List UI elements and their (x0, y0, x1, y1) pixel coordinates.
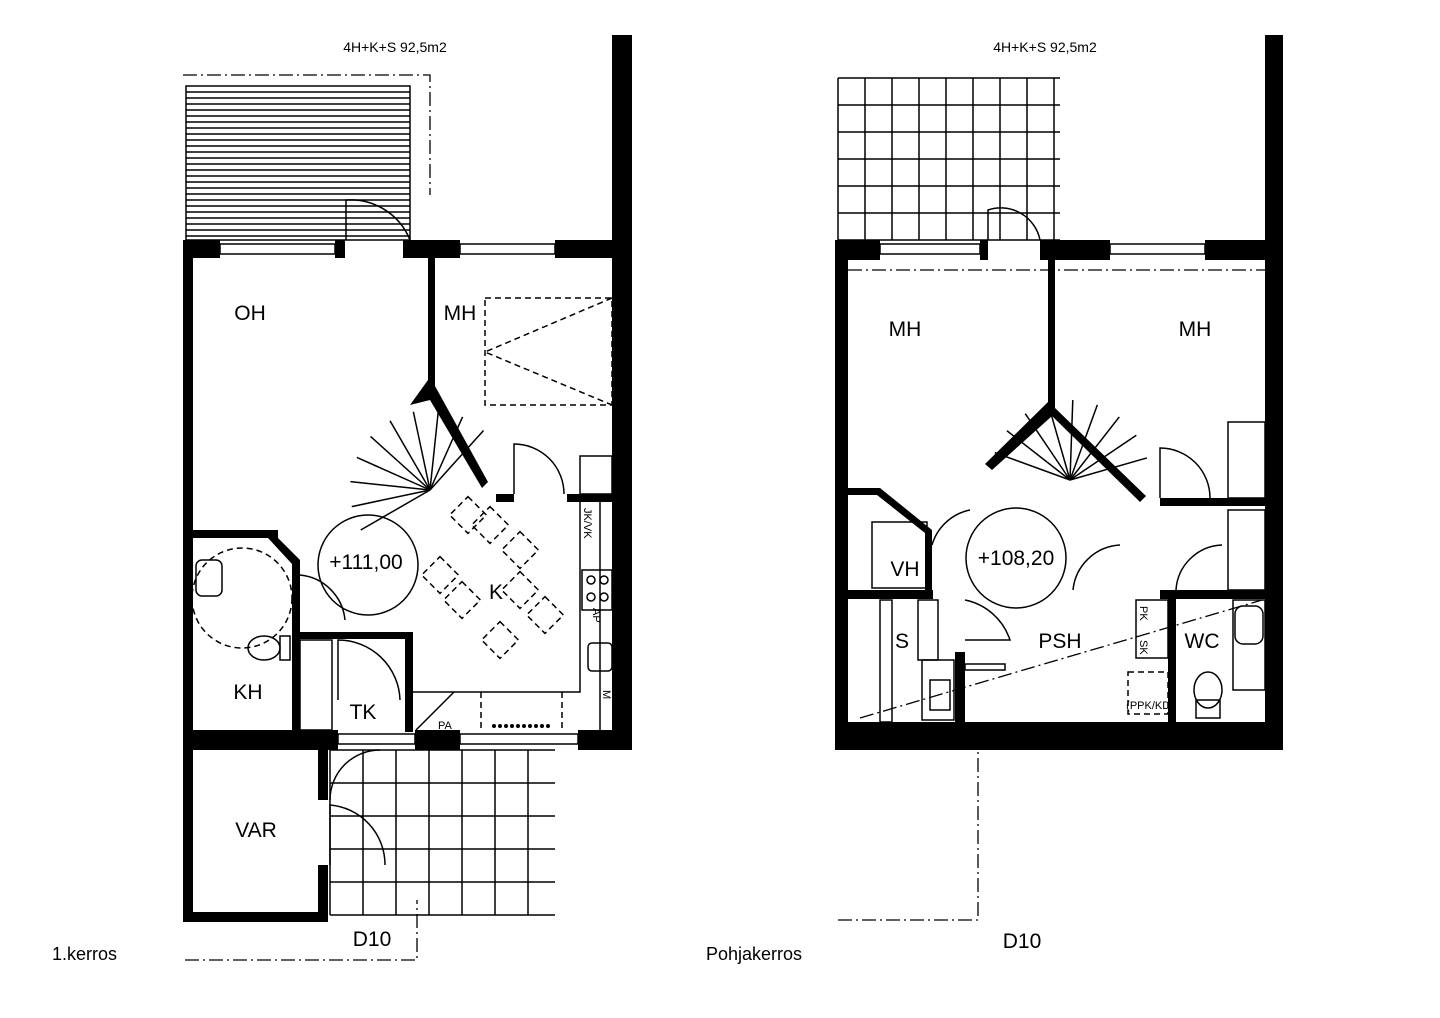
toilet-room (191, 547, 346, 661)
stair-tread (1006, 430, 1071, 481)
dining-chair (448, 495, 488, 535)
stair-tread (1069, 404, 1099, 481)
fixture-m: M (600, 690, 612, 699)
radiator-dot (498, 724, 502, 728)
fixture-jkvk: JK/VK (581, 508, 593, 539)
level-mark: +108,20 (978, 547, 1055, 570)
plan-title: 4H+K+S 92,5m2 (343, 39, 447, 55)
plan-pohjakerros: 4H+K+S 92,5m2 (706, 35, 1283, 964)
stair-tread (370, 435, 431, 491)
section-mark: D10 (1003, 930, 1042, 953)
stair-tread (412, 411, 431, 491)
walls (183, 35, 632, 922)
doors (871, 421, 1266, 641)
room-label-oh: OH (234, 302, 266, 325)
stair-tread (1069, 400, 1074, 481)
stair-tread (429, 416, 464, 491)
entry-tiles (185, 749, 555, 961)
windows (219, 243, 579, 745)
radiator-dot (528, 724, 532, 728)
stair-tread (360, 489, 431, 531)
stair-tread (429, 410, 440, 491)
plan-1-kerros: 4H+K+S 92,5m2 (52, 35, 632, 964)
radiator-dot (540, 724, 544, 728)
room-label-tk: TK (350, 701, 377, 724)
staircase (965, 400, 1148, 609)
room-label-wc: WC (1185, 630, 1220, 653)
stair-tread (1069, 416, 1120, 481)
dining-chair (470, 505, 510, 545)
dining-chair (442, 580, 482, 620)
dining-chair (525, 595, 565, 635)
stair-tread (1047, 402, 1071, 481)
plan-caption: Pohjakerros (706, 944, 802, 964)
terrace-tiles (837, 77, 1060, 241)
dining-chair (500, 570, 540, 610)
stair-tread (351, 489, 431, 508)
stair-tread (1069, 457, 1148, 481)
radiator-dot (546, 724, 550, 728)
stair-tread (356, 456, 431, 491)
room-label-k: K (489, 581, 503, 604)
fixture-ppk: (PPK/KD) (1126, 700, 1174, 712)
bed (483, 297, 613, 495)
stair-tread (389, 420, 431, 491)
fixture-pa: PA (438, 720, 453, 732)
windows (879, 243, 1266, 691)
room-label-kh: KH (233, 681, 262, 704)
radiator-dot (510, 724, 514, 728)
staircase (317, 410, 485, 616)
plan-title: 4H+K+S 92,5m2 (993, 39, 1097, 55)
closet (299, 639, 401, 731)
plan-caption: 1.kerros (52, 944, 117, 964)
walls (835, 35, 1283, 750)
room-label-s: S (895, 630, 909, 653)
stair-tread (429, 430, 485, 491)
room-label-mh: MH (889, 318, 922, 341)
balcony (183, 74, 431, 241)
section-mark: D10 (353, 928, 392, 951)
stair-tread (350, 480, 431, 491)
level-mark: +111,00 (329, 551, 402, 574)
radiator-dot (534, 724, 538, 728)
dining-chair (500, 530, 540, 570)
dining-chair (480, 620, 520, 660)
fixture-sk: SK (1137, 640, 1149, 655)
fixture-pk: PK (1137, 606, 1149, 621)
radiator-dot (522, 724, 526, 728)
dining-chair (420, 555, 460, 595)
room-label-mh: MH (444, 302, 477, 325)
room-label-psh: PSH (1038, 630, 1081, 653)
room-label-vh: VH (890, 558, 919, 581)
radiator-dot (516, 724, 520, 728)
stair-tread (994, 451, 1071, 481)
stair-tread (1024, 413, 1071, 481)
radiator-dot (504, 724, 508, 728)
radiator-dot (492, 724, 496, 728)
stair-tread (1069, 434, 1137, 481)
room-label-var: VAR (235, 819, 277, 842)
kitchen: AP JK/VK M PA (413, 495, 613, 732)
fixture-ap: AP (590, 608, 602, 623)
utility-fixtures: SK PK (PPK/KD) (859, 599, 1264, 723)
room-label-mh: MH (1179, 318, 1212, 341)
